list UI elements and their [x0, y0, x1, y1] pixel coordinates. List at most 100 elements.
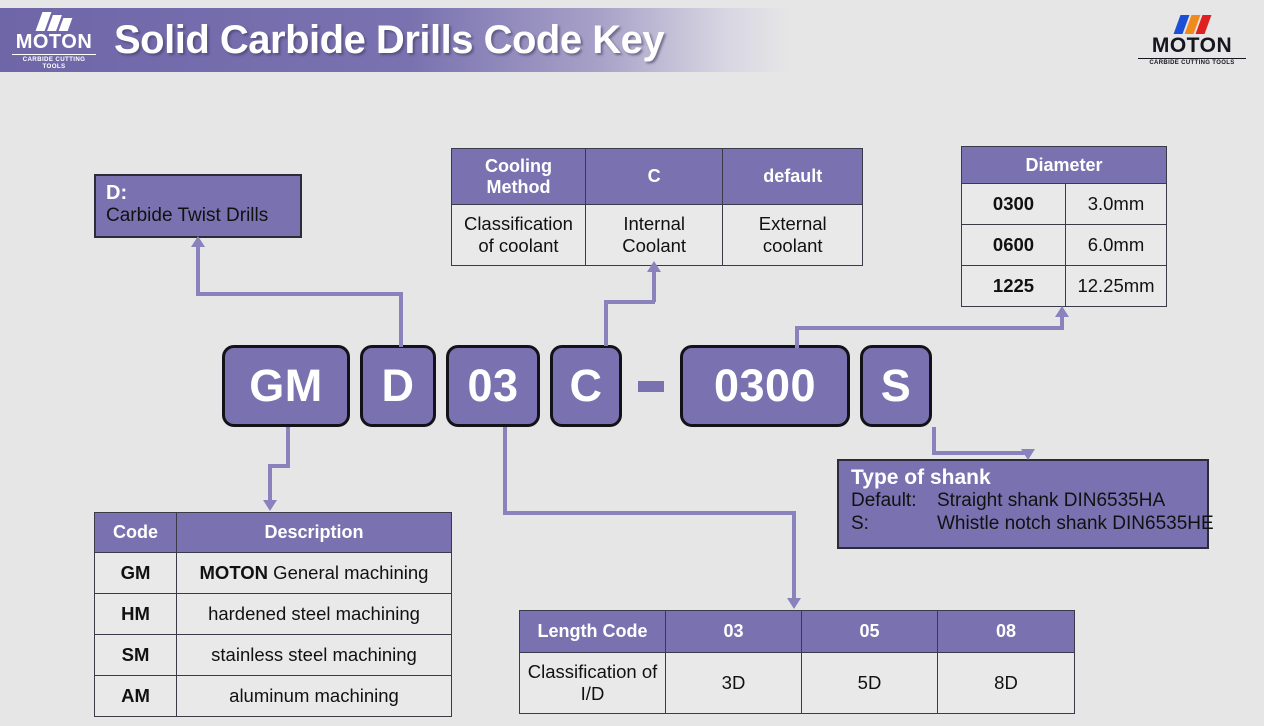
connector-s-arrowhead — [1021, 449, 1035, 460]
code-cell: GM — [94, 552, 177, 594]
shank-s-line: S: Whistle notch shank DIN6535HE — [851, 512, 1214, 536]
connector-s-seg-down — [932, 427, 936, 454]
cooling-header-default: default — [722, 148, 863, 205]
diameter-value: 3.0mm — [1065, 183, 1167, 225]
cooling-method-table: Cooling Method C default Classification … — [451, 148, 863, 267]
code-chip-s[interactable]: S — [860, 345, 932, 427]
connector-gm-seg-down2 — [268, 464, 272, 502]
connector-gm-seg-down — [286, 427, 290, 467]
table-row: 0600 6.0mm — [961, 224, 1167, 266]
code-sequence: GM D 03 C 0300 S — [222, 345, 942, 427]
logo-right-wordmark: MOTON — [1151, 34, 1233, 57]
logo-marks-icon — [35, 11, 72, 31]
logo-right-tagline: CARBIDE CUTTING TOOLS — [1138, 58, 1246, 66]
description-cell: stainless steel machining — [176, 634, 452, 676]
table-row: 0300 3.0mm — [961, 183, 1167, 225]
code-cell: HM — [94, 593, 177, 635]
shank-default-key: Default: — [851, 490, 917, 512]
connector-0300-seg-up — [795, 326, 799, 348]
page-title: Solid Carbide Drills Code Key — [114, 17, 665, 62]
shank-s-value: Whistle notch shank DIN6535HE — [937, 512, 1214, 534]
table-header-row: Length Code 03 05 08 — [519, 610, 1075, 653]
length-cell-classification: Classification of I/D — [519, 651, 666, 715]
drill-type-box: D: Carbide Twist Drills — [94, 174, 302, 238]
logo-tagline: CARBIDE CUTTING TOOLS — [12, 53, 96, 70]
table-row: Classification of I/D 3D 5D 8D — [519, 651, 1075, 715]
cooling-cell-classification: Classification of coolant — [451, 203, 586, 267]
cooling-cell-external: External coolant — [722, 203, 863, 267]
connector-d-seg-up2 — [196, 246, 200, 294]
table-header-row: Cooling Method C default — [451, 148, 863, 205]
table-row: HM hardened steel machining — [94, 593, 452, 635]
length-cell-5d: 5D — [801, 651, 938, 715]
length-header-08: 08 — [937, 610, 1075, 653]
description-cell: aluminum machining — [176, 675, 452, 717]
shank-default-line: Default: Straight shank DIN6535HA — [851, 490, 1195, 513]
table-header-row: Code Description — [94, 512, 452, 553]
connector-c-seg-up — [604, 300, 608, 346]
connector-s-seg-right — [932, 451, 1030, 455]
length-header-label: Length Code — [519, 610, 666, 653]
drill-type-text: Carbide Twist Drills — [106, 205, 269, 226]
connector-gm-seg-left — [268, 464, 290, 468]
description-header: Description — [176, 512, 452, 553]
moton-logo-left: MOTON CARBIDE CUTTING TOOLS — [12, 11, 96, 70]
connector-c-arrowhead — [647, 261, 661, 272]
connector-0300-seg-right — [795, 326, 1063, 330]
length-code-table: Length Code 03 05 08 Classification of I… — [519, 610, 1075, 715]
diameter-value: 6.0mm — [1065, 224, 1167, 266]
code-chip-03[interactable]: 03 — [446, 345, 540, 427]
code-cell: AM — [94, 675, 177, 717]
code-chip-0300[interactable]: 0300 — [680, 345, 850, 427]
moton-logo-right: MOTON CARBIDE CUTTING TOOLS — [1138, 14, 1246, 66]
table-row: 1225 12.25mm — [961, 265, 1167, 307]
diameter-code: 0300 — [961, 183, 1066, 225]
table-row: SM stainless steel machining — [94, 634, 452, 676]
table-row: AM aluminum machining — [94, 675, 452, 717]
table-row: Classification of coolant Internal Coola… — [451, 203, 863, 267]
code-description-table: Code Description GM MOTON General machin… — [94, 512, 452, 717]
description-emphasis: MOTON — [199, 561, 269, 583]
cooling-header-method: Cooling Method — [451, 148, 586, 205]
connector-03-seg-right — [503, 511, 796, 515]
diameter-code: 0600 — [961, 224, 1066, 266]
table-row: GM MOTON General machining — [94, 552, 452, 594]
logo-wordmark: MOTON — [15, 30, 93, 53]
connector-03-arrowhead — [787, 598, 801, 609]
connector-0300-arrowhead — [1055, 306, 1069, 317]
code-chip-d[interactable]: D — [360, 345, 436, 427]
code-separator-dash — [632, 380, 670, 392]
shank-title: Type of shank — [851, 466, 991, 489]
diameter-header: Diameter — [961, 146, 1167, 184]
connector-0300-seg-up2 — [1060, 316, 1064, 330]
connector-d-arrowhead — [191, 236, 205, 247]
cooling-cell-internal: Internal Coolant — [584, 203, 724, 267]
length-header-05: 05 — [801, 610, 938, 653]
connector-03-seg-down2 — [792, 511, 796, 599]
drill-type-title: D: — [106, 182, 128, 204]
header-bar: MOTON CARBIDE CUTTING TOOLS Solid Carbid… — [0, 8, 790, 72]
length-cell-3d: 3D — [665, 651, 802, 715]
code-cell: SM — [94, 634, 177, 676]
connector-d-seg-left — [196, 292, 403, 296]
length-cell-8d: 8D — [937, 651, 1075, 715]
diameter-value: 12.25mm — [1065, 265, 1167, 307]
connector-c-seg-up2 — [652, 272, 656, 302]
code-chip-gm[interactable]: GM — [222, 345, 350, 427]
code-header: Code — [94, 512, 177, 553]
connector-03-seg-down — [503, 427, 507, 514]
length-header-03: 03 — [665, 610, 802, 653]
connector-gm-arrowhead — [263, 500, 277, 511]
code-chip-c[interactable]: C — [550, 345, 622, 427]
connector-d-seg-up — [399, 292, 403, 347]
diameter-code: 1225 — [961, 265, 1066, 307]
table-header-row: Diameter — [961, 146, 1167, 184]
shank-type-box: Type of shank Default: Straight shank DI… — [837, 459, 1214, 549]
connector-c-seg-right — [604, 300, 655, 304]
shank-default-value: Straight shank DIN6535HA — [937, 490, 1166, 512]
logo-marks-color-icon — [1173, 14, 1211, 34]
description-cell: MOTON General machining — [176, 552, 452, 594]
shank-s-key: S: — [851, 512, 869, 534]
description-cell: hardened steel machining — [176, 593, 452, 635]
